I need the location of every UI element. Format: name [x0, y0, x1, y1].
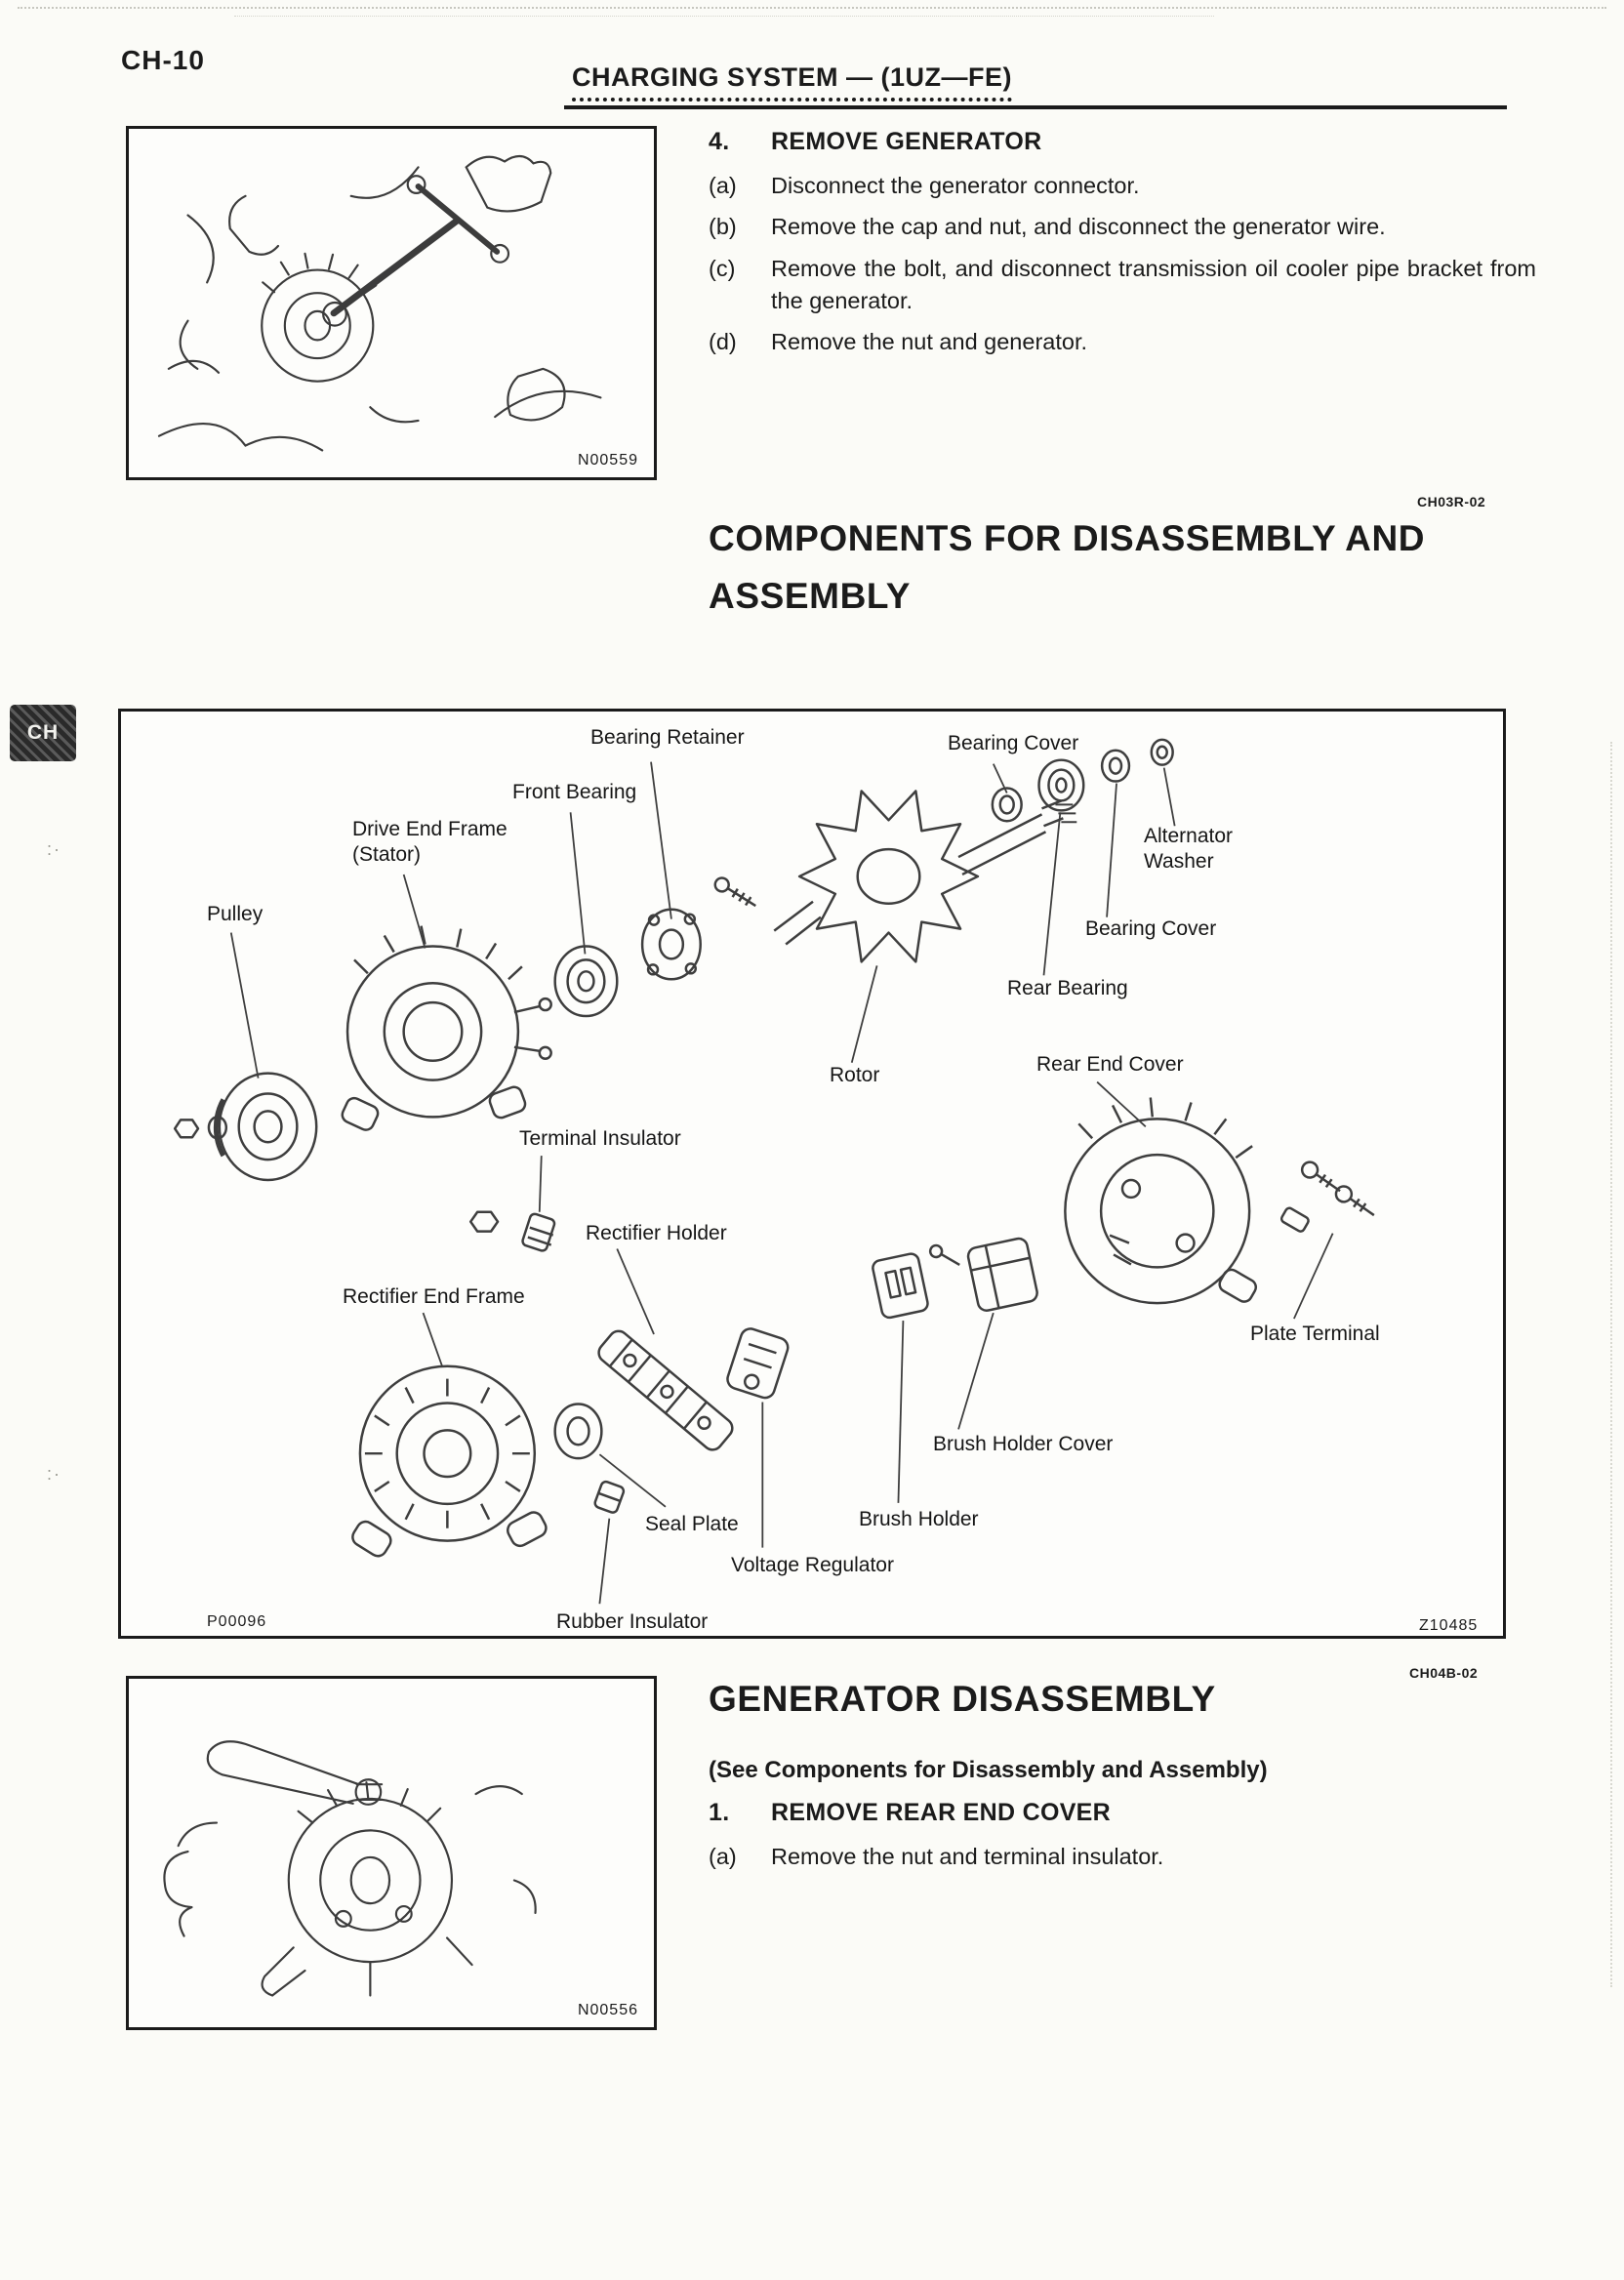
substep: (a) Disconnect the generator connector.	[709, 170, 1536, 202]
figure-generator-disassembly: N00556	[126, 1676, 657, 2030]
diagram-label: Seal Plate	[645, 1513, 739, 1535]
section-code: CH03R-02	[1417, 494, 1486, 509]
header-rule	[564, 105, 1507, 109]
substep-text: Remove the nut and terminal insulator.	[771, 1844, 1164, 1869]
remove-generator-illustration	[157, 154, 602, 452]
scan-artifact-dots	[18, 7, 1606, 9]
step-number: 1.	[709, 1799, 730, 1826]
diagram-label: Alternator Washer	[1144, 825, 1234, 874]
figure-code: N00556	[573, 2002, 642, 2019]
diagram-label: Rectifier Holder	[586, 1222, 727, 1244]
generator-disassembly-illustration	[163, 1740, 537, 1997]
diagram-label: Rectifier End Frame	[343, 1285, 525, 1308]
substep-letter: (c)	[709, 255, 736, 281]
substep-letter: (d)	[709, 329, 737, 355]
diagram-label: Rear Bearing	[1007, 977, 1128, 999]
diagram-label: Brush Holder Cover	[933, 1433, 1114, 1455]
chapter-side-tab-label: CH	[26, 721, 60, 744]
substep: (d) Remove the nut and generator.	[709, 326, 1536, 358]
diagram-label: Terminal Insulator	[519, 1127, 681, 1150]
diagram-label: Bearing Retainer	[590, 726, 745, 749]
substep-text: Remove the bolt, and disconnect transmis…	[771, 255, 1536, 314]
diagram-label: Front Bearing	[512, 781, 637, 803]
step-title: REMOVE GENERATOR	[771, 128, 1042, 155]
disassembly-steps: 1. REMOVE REAR END COVER (a) Remove the …	[709, 1799, 1536, 1882]
step-title-row: 4. REMOVE GENERATOR	[709, 128, 1536, 156]
step-number: 4.	[709, 128, 730, 155]
diagram-label: Plate Terminal	[1250, 1323, 1380, 1345]
diagram-label: Rotor	[830, 1064, 880, 1086]
substep-text: Remove the cap and nut, and disconnect t…	[771, 214, 1386, 240]
scan-artifact-dots	[1610, 742, 1612, 1987]
figure-remove-generator: N00559	[126, 126, 657, 480]
page-chapter-code: CH-10	[121, 45, 205, 75]
components-heading-line1: COMPONENTS FOR DISASSEMBLY AND	[709, 518, 1426, 558]
diagram-label: Voltage Regulator	[731, 1554, 894, 1576]
substep-letter: (a)	[709, 173, 737, 198]
diagram-label: Bearing Cover	[1085, 917, 1217, 940]
diagram-label: Drive End Frame (Stator)	[352, 818, 508, 867]
substep: (b) Remove the cap and nut, and disconne…	[709, 211, 1536, 243]
step-title-row: 1. REMOVE REAR END COVER	[709, 1799, 1536, 1827]
step-title: REMOVE REAR END COVER	[771, 1799, 1112, 1826]
substep-letter: (a)	[709, 1844, 737, 1869]
substep-text: Disconnect the generator connector.	[771, 173, 1140, 198]
disassembly-heading: GENERATOR DISASSEMBLY	[709, 1679, 1216, 1719]
diagram-code-right: Z10485	[1419, 1617, 1479, 1634]
diagram-label: Pulley	[207, 903, 264, 925]
scan-artifact-marks: :·	[47, 839, 61, 859]
scan-artifact-dots	[234, 16, 1214, 17]
substep-letter: (b)	[709, 214, 737, 240]
diagram-label: Brush Holder	[859, 1508, 979, 1530]
diagram-label: Rubber Insulator	[556, 1610, 709, 1633]
exploded-diagram-art	[173, 738, 1375, 1605]
diagram-code-left: P00096	[207, 1613, 267, 1630]
disassembly-see-note: (See Components for Disassembly and Asse…	[709, 1757, 1268, 1783]
substep-text: Remove the nut and generator.	[771, 329, 1087, 355]
section-code: CH04B-02	[1409, 1665, 1479, 1681]
diagram-label: Bearing Cover	[948, 732, 1079, 754]
components-heading-line2: ASSEMBLY	[709, 576, 911, 617]
diagram-label: Rear End Cover	[1036, 1053, 1184, 1076]
components-heading: COMPONENTS FOR DISASSEMBLY AND ASSEMBLY	[709, 509, 1425, 625]
components-diagram: Bearing Retainer Front Bearing Bearing C…	[118, 709, 1506, 1639]
page-header-title: CHARGING SYSTEM — (1UZ—FE)	[572, 62, 1013, 102]
chapter-side-tab: CH	[10, 705, 76, 761]
substep: (c) Remove the bolt, and disconnect tran…	[709, 253, 1536, 318]
substep: (a) Remove the nut and terminal insulato…	[709, 1841, 1536, 1873]
scan-artifact-marks: :·	[47, 1464, 61, 1484]
remove-generator-steps: 4. REMOVE GENERATOR (a) Disconnect the g…	[709, 128, 1536, 368]
figure-code: N00559	[573, 452, 642, 469]
